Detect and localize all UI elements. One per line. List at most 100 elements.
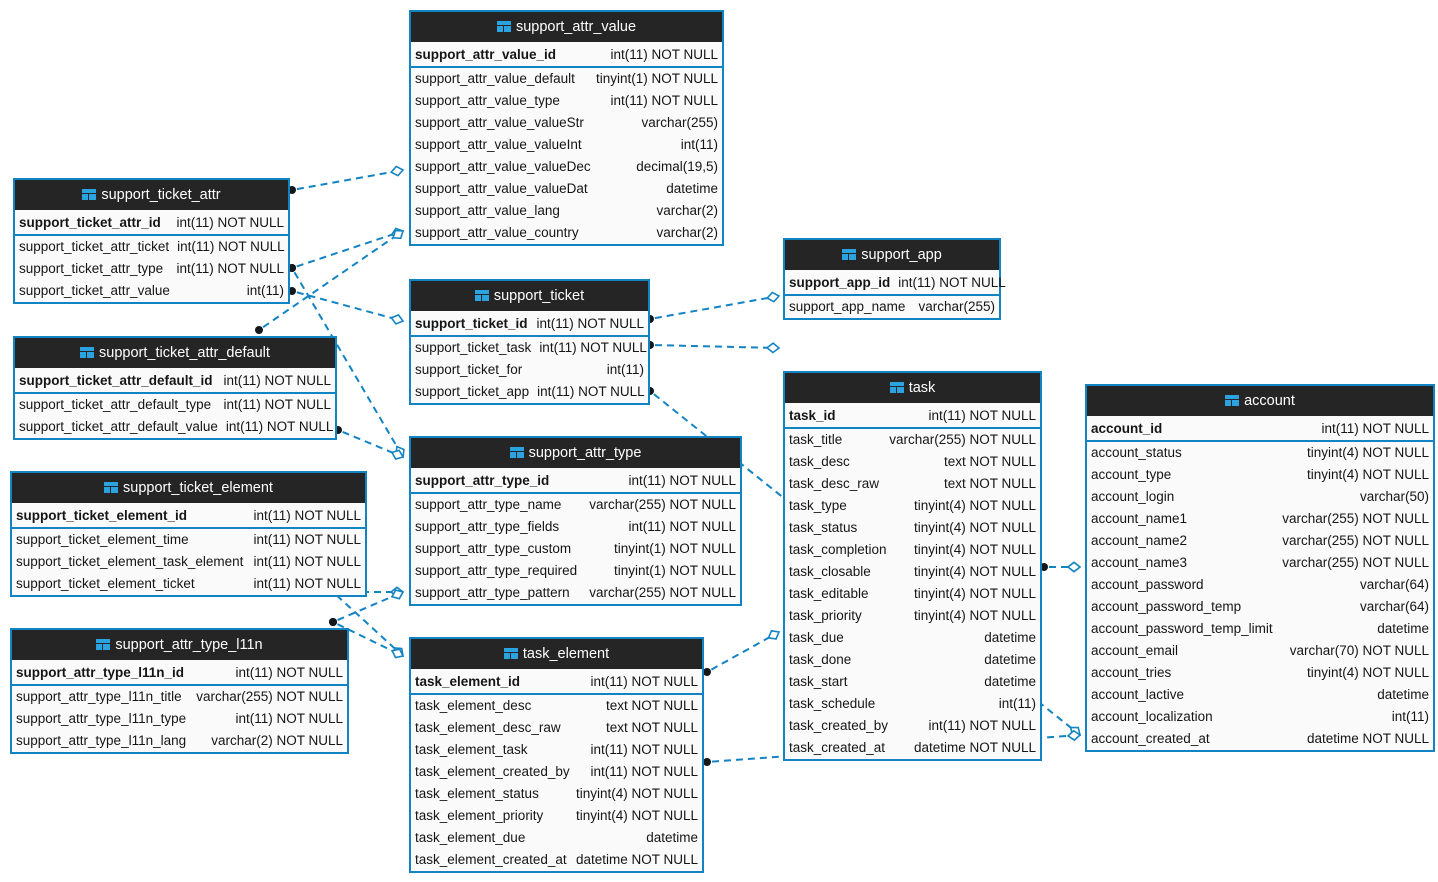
table-header-account[interactable]: account [1087,386,1433,416]
table-header-support_ticket_attr[interactable]: support_ticket_attr [15,180,288,210]
table-header-support_attr_type_l11n[interactable]: support_attr_type_l11n [12,630,347,660]
table-header-support_ticket_element[interactable]: support_ticket_element [12,473,365,503]
table-header-support_attr_value[interactable]: support_attr_value [411,12,722,42]
column-type: int(11) [998,696,1036,711]
column-name: support_ticket_attr_default_type [19,397,212,412]
table-header-task[interactable]: task [785,373,1040,403]
table-header-support_app[interactable]: support_app [785,240,999,270]
table-header-support_attr_type[interactable]: support_attr_type [411,438,740,468]
table-header-task_element[interactable]: task_element [411,639,702,669]
table-header-support_ticket[interactable]: support_ticket [411,281,648,311]
table-header-support_ticket_attr_default[interactable]: support_ticket_attr_default [15,338,335,368]
